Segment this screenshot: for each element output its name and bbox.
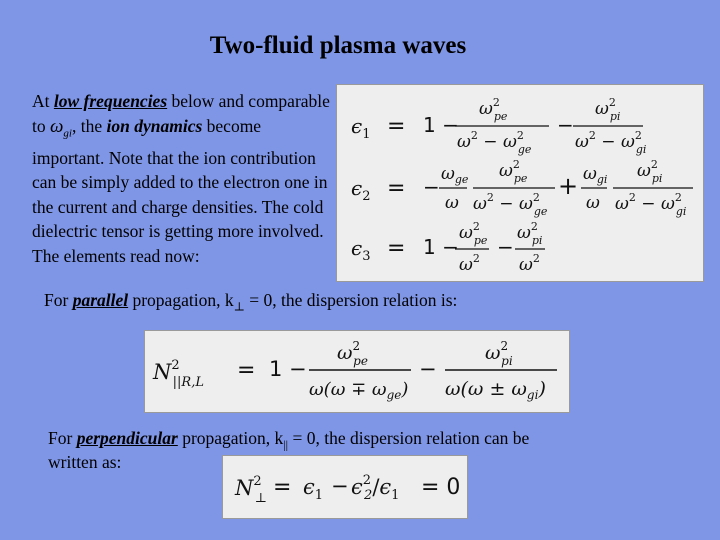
- svg-text:ω2: ω2: [519, 252, 540, 275]
- parallel-propagation-line: For parallel propagation, k⊥ = 0, the di…: [44, 288, 457, 319]
- svg-text:N2⊥: N2⊥: [234, 474, 267, 506]
- svg-text:−: −: [497, 235, 514, 259]
- parallel-subscript: ||: [283, 437, 289, 452]
- perp-text-post: = 0, the dispersion relation can be: [288, 428, 530, 448]
- svg-text:ω: ω: [586, 193, 600, 213]
- svg-text:−: −: [557, 113, 574, 137]
- svg-text:ϵ1: ϵ1: [351, 114, 370, 142]
- svg-text:+: +: [558, 172, 578, 200]
- parallel-text-mid: propagation, k: [128, 290, 234, 310]
- svg-text:ωge: ωge: [441, 164, 469, 186]
- omega-symbol: ω: [50, 115, 64, 137]
- svg-text:ω(ω ∓ ωge): ω(ω ∓ ωge): [309, 379, 408, 402]
- svg-text:1 −: 1 −: [423, 113, 459, 137]
- svg-text:−: −: [419, 357, 437, 381]
- perpendicular-propagation-line-2: written as:: [48, 452, 122, 472]
- svg-text:ω2: ω2: [459, 252, 480, 275]
- svg-text:=: =: [387, 176, 405, 201]
- parallel-text-post: = 0, the dispersion relation is:: [244, 290, 458, 310]
- svg-text:=: =: [387, 236, 405, 261]
- emphasis-low-frequencies: low frequencies: [53, 91, 168, 111]
- emphasis-ion-dynamics: ion dynamics: [106, 115, 203, 136]
- svg-text:=: =: [237, 358, 255, 383]
- svg-text:ωgi: ωgi: [583, 164, 607, 186]
- emphasis-perpendicular: perpendicular: [76, 428, 178, 448]
- emphasis-parallel: parallel: [72, 290, 129, 310]
- parallel-text-pre: For: [44, 290, 73, 310]
- svg-text:−: −: [331, 474, 349, 498]
- svg-text:1 −: 1 −: [269, 357, 307, 381]
- svg-text:N2||R,L: N2||R,L: [152, 358, 204, 390]
- svg-text:ω(ω ± ωgi): ω(ω ± ωgi): [445, 378, 546, 402]
- intro-text-1: At: [32, 91, 54, 111]
- svg-text:ω: ω: [445, 193, 459, 213]
- intro-text-4: become important. Note that the ion cont…: [32, 115, 328, 267]
- perp-subscript: ⊥: [233, 299, 245, 314]
- svg-text:=: =: [273, 475, 291, 500]
- intro-text-3: , the: [71, 115, 107, 136]
- svg-text:ϵ3: ϵ3: [351, 236, 370, 264]
- svg-text:1 −: 1 −: [423, 235, 459, 259]
- svg-text:=: =: [387, 114, 405, 139]
- svg-text:−: −: [423, 175, 440, 199]
- perpendicular-propagation-line: For perpendicular propagation, k|| = 0, …: [48, 426, 529, 457]
- svg-text:= 0: = 0: [421, 475, 460, 500]
- svg-text:ϵ22/ϵ1: ϵ22/ϵ1: [351, 473, 399, 503]
- intro-paragraph: At low frequencies below and comparable …: [32, 89, 332, 269]
- svg-text:ϵ2: ϵ2: [351, 176, 370, 204]
- slide-title: Two-fluid plasma waves: [209, 32, 467, 59]
- omega-subscript: gi: [63, 127, 72, 140]
- perp-text-mid: propagation, k: [177, 428, 284, 448]
- intro-text-2: below and comparable to: [32, 91, 330, 136]
- svg-text:ϵ1: ϵ1: [303, 475, 323, 503]
- perp-text-pre: For: [48, 428, 77, 448]
